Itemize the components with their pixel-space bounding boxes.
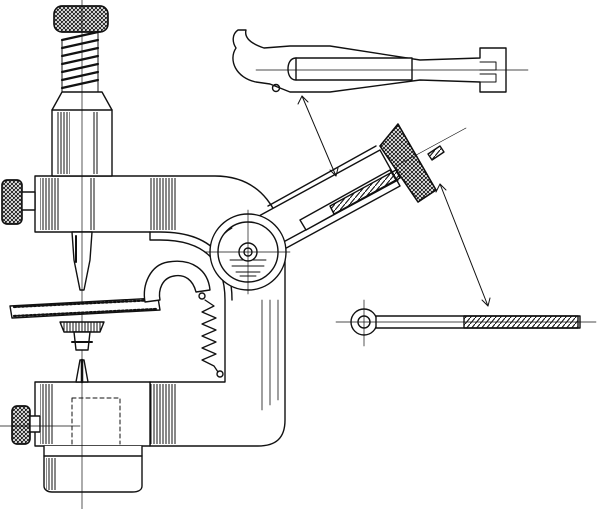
rod-detail-view bbox=[335, 299, 597, 347]
leader-line-lever bbox=[301, 95, 337, 177]
base-cylinder bbox=[43, 445, 143, 493]
top-coil-spring bbox=[60, 30, 100, 93]
tension-spring bbox=[201, 299, 224, 378]
leader-lines bbox=[297, 95, 491, 307]
arm-knurled-knob bbox=[379, 123, 467, 203]
upper-side-screw bbox=[1, 179, 36, 225]
round-disc bbox=[205, 209, 291, 295]
top-knurled-knob bbox=[53, 5, 109, 33]
lower-stake bbox=[75, 358, 89, 384]
hook-lever bbox=[143, 260, 211, 303]
angled-arm bbox=[247, 145, 401, 259]
balance-wheel bbox=[9, 297, 161, 351]
lever-detail-view bbox=[232, 29, 529, 93]
leader-line-rod bbox=[439, 183, 489, 307]
lower-side-screw bbox=[0, 405, 81, 445]
